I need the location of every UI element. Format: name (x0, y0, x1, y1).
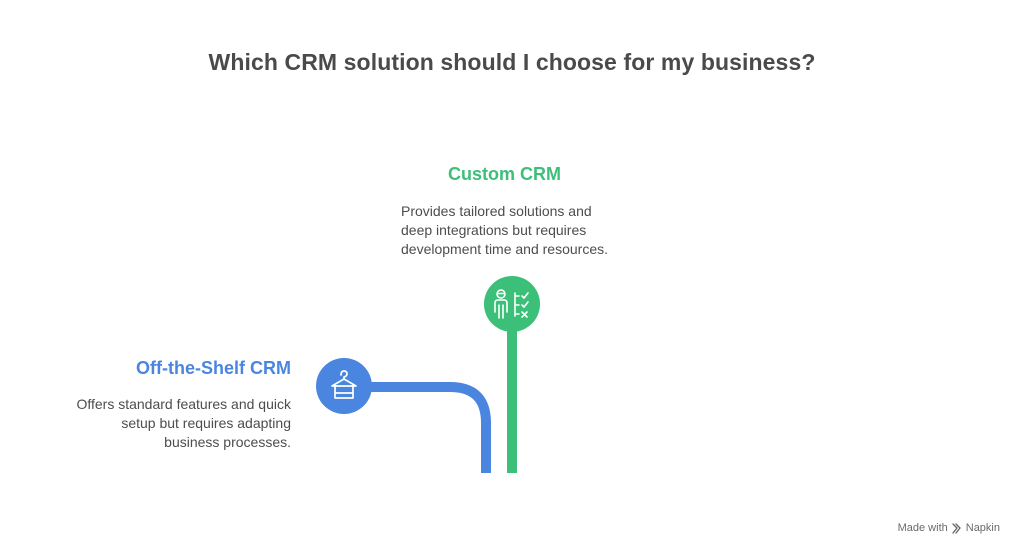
napkin-brand: Napkin (965, 522, 1000, 534)
person-checklist-icon (494, 289, 529, 319)
shelf-desc-line: business processes. (164, 434, 291, 450)
shelf-path (370, 382, 491, 473)
shelf-node[interactable] (316, 358, 372, 414)
shelf-crm-heading: Off-the-Shelf CRM (136, 358, 291, 378)
made-with-badge[interactable]: Made with Napkin (898, 522, 1000, 534)
page-title: Which CRM solution should I choose for m… (208, 49, 816, 75)
custom-desc-line: deep integrations but requires (401, 222, 587, 238)
custom-crm-heading: Custom CRM (448, 164, 561, 184)
shelf-desc-line: setup but requires adapting (121, 415, 291, 431)
shelf-desc-line: Offers standard features and quick (76, 396, 291, 412)
custom-desc-line: development time and resources. (401, 241, 608, 257)
custom-crm-description: Provides tailored solutions and deep int… (401, 202, 641, 259)
napkin-logo-icon (952, 522, 961, 534)
shelf-crm-description: Offers standard features and quick setup… (51, 395, 291, 452)
hanger-icon (331, 370, 357, 399)
made-with-label: Made with (897, 522, 948, 534)
custom-desc-line: Provides tailored solutions and (401, 203, 592, 219)
custom-node[interactable] (484, 276, 540, 332)
